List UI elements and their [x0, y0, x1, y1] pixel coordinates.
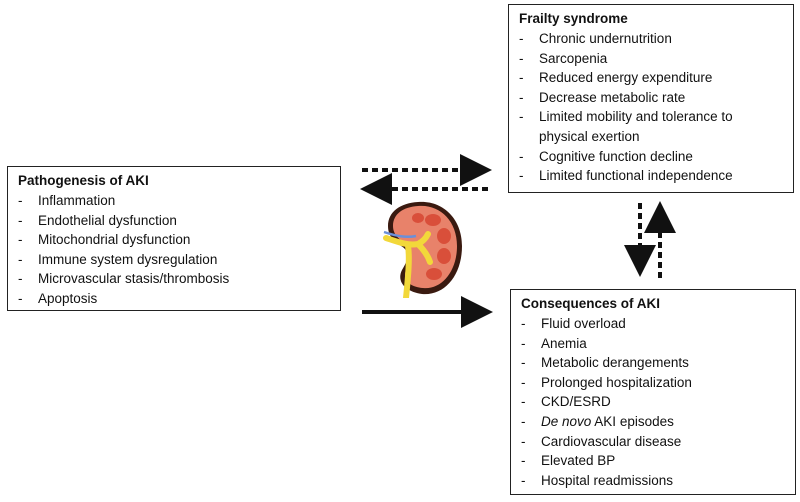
list-item: Inflammation: [18, 191, 330, 211]
pathogenesis-box: Pathogenesis of AKI Inflammation Endothe…: [7, 166, 341, 311]
frailty-title: Frailty syndrome: [519, 11, 628, 26]
list-item: Chronic undernutrition: [519, 29, 783, 49]
kidney-illustration: [383, 201, 462, 298]
list-item: CKD/ESRD: [521, 392, 785, 412]
list-item: Cardiovascular disease: [521, 432, 785, 452]
list-item-italic: De novo: [541, 413, 592, 429]
list-item: Sarcopenia: [519, 49, 783, 69]
list-item: Mitochondrial dysfunction: [18, 230, 330, 250]
list-item: Limited mobility and tolerance to physica…: [519, 107, 783, 146]
consequences-list: Fluid overload Anemia Metabolic derangem…: [521, 314, 785, 490]
list-item: Apoptosis: [18, 289, 330, 309]
frailty-box: Frailty syndrome Chronic undernutrition …: [508, 4, 794, 193]
kidney-medulla-icon: [412, 213, 451, 280]
list-item: Immune system dysregulation: [18, 250, 330, 270]
list-item: Anemia: [521, 334, 785, 354]
frailty-list: Chronic undernutrition Sarcopenia Reduce…: [519, 29, 783, 186]
pathogenesis-list: Inflammation Endothelial dysfunction Mit…: [18, 191, 330, 309]
list-item-line-2: physical exertion: [539, 128, 640, 144]
consequences-box: Consequences of AKI Fluid overload Anemi…: [510, 289, 796, 495]
list-item: Hospital readmissions: [521, 471, 785, 491]
blood-vessel-icon: [383, 230, 417, 239]
list-item-rest: AKI episodes: [591, 413, 674, 429]
list-item: Microvascular stasis/thrombosis: [18, 269, 330, 289]
list-item: Decrease metabolic rate: [519, 88, 783, 108]
list-item: Metabolic derangements: [521, 353, 785, 373]
list-item: Limited functional independence: [519, 166, 783, 186]
list-item: Reduced energy expenditure: [519, 68, 783, 88]
list-item: Endothelial dysfunction: [18, 211, 330, 231]
ureter-icon: [383, 231, 433, 298]
list-item: Fluid overload: [521, 314, 785, 334]
list-item: Elevated BP: [521, 451, 785, 471]
list-item: Cognitive function decline: [519, 147, 783, 167]
consequences-title: Consequences of AKI: [521, 296, 661, 311]
list-item-line-1: Limited mobility and tolerance to: [539, 109, 733, 125]
list-item: Prolonged hospitalization: [521, 373, 785, 393]
pathogenesis-title: Pathogenesis of AKI: [18, 173, 149, 188]
list-item: De novo AKI episodes: [521, 412, 785, 432]
